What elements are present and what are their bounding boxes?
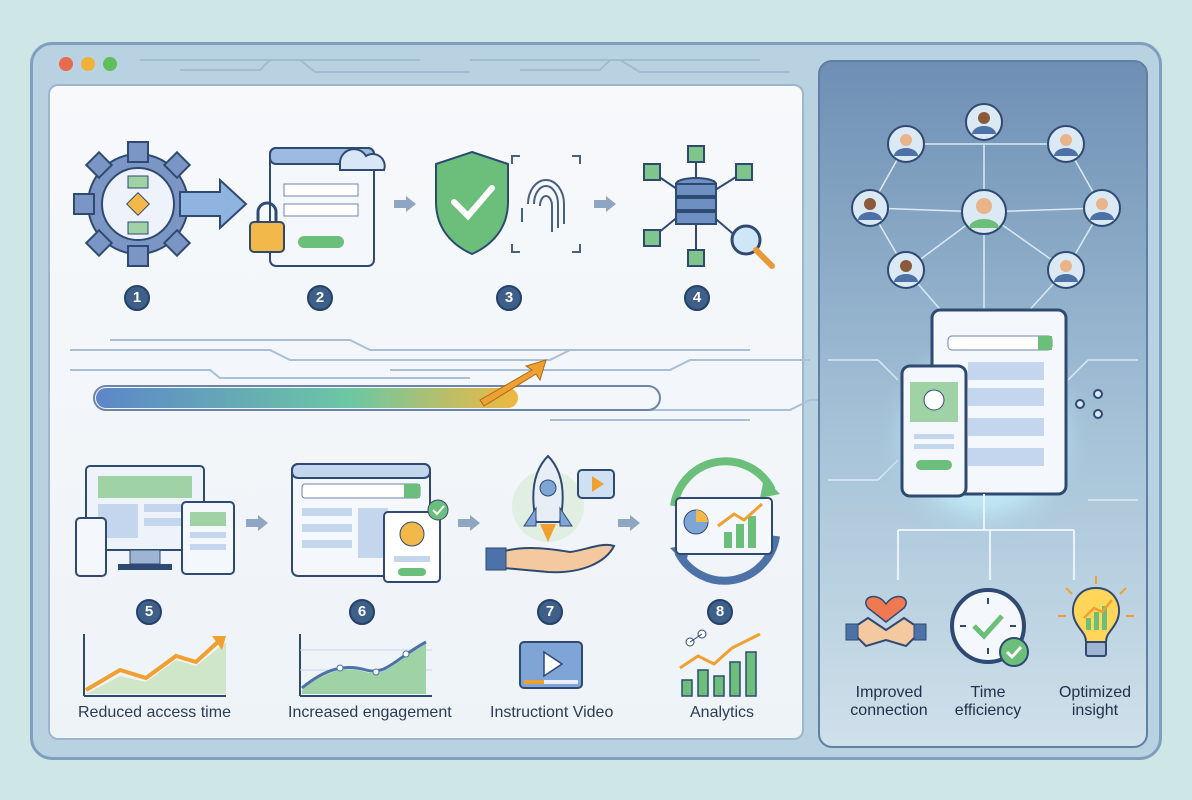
progress-fill [96, 388, 518, 408]
maximize-dot[interactable] [103, 57, 117, 71]
flow-arrows-top [394, 196, 616, 212]
benefit-3-line1: Optimized [1058, 684, 1132, 701]
step-number-6: 6 [349, 599, 375, 625]
step-number-2: 2 [307, 285, 333, 311]
benefit-2-line1: Time [970, 684, 1006, 701]
step-number-4: 4 [684, 285, 710, 311]
bar-chart-icon [679, 629, 761, 697]
area-chart-icon [299, 634, 432, 697]
user-network [828, 103, 1138, 580]
minimize-dot[interactable] [81, 57, 95, 71]
handshake-heart-icon [845, 595, 927, 648]
database-network-icon [643, 145, 775, 269]
outcome-label-1: Reduced access time [78, 704, 231, 721]
shield-fingerprint-icon [435, 150, 581, 256]
step-number-8: 8 [707, 599, 733, 625]
analytics-cycle-icon [670, 457, 780, 585]
benefit-1-line2: connection [850, 702, 928, 719]
step-number-5: 5 [136, 599, 162, 625]
rocket-hand-icon [485, 454, 616, 574]
outcome-label-3: Instructiont Video [490, 704, 614, 721]
outcome-label-4: Analytics [690, 704, 755, 721]
avatar-group [851, 103, 1121, 289]
flow-arrows-bottom [246, 515, 640, 531]
benefit-3-line2: insight [1071, 702, 1119, 719]
gear-workflow-icon [73, 141, 248, 267]
secure-login-icon [249, 147, 386, 267]
benefit-1-line1: Improved [855, 684, 923, 701]
progress-circuit [70, 339, 883, 421]
step-number-7: 7 [537, 599, 563, 625]
close-dot[interactable] [59, 57, 73, 71]
rising-chart-icon [83, 634, 226, 697]
clock-check-icon [950, 588, 1029, 667]
lightbulb-chart-icon [1058, 576, 1134, 657]
search-profile-icon [291, 463, 449, 583]
step-number-3: 3 [496, 285, 522, 311]
multi-device-icon [75, 465, 235, 577]
outcome-label-2: Increased engagement [288, 704, 452, 721]
step-number-1: 1 [124, 285, 150, 311]
video-player-icon [519, 641, 583, 689]
benefit-2-line2: efficiency [954, 702, 1022, 719]
